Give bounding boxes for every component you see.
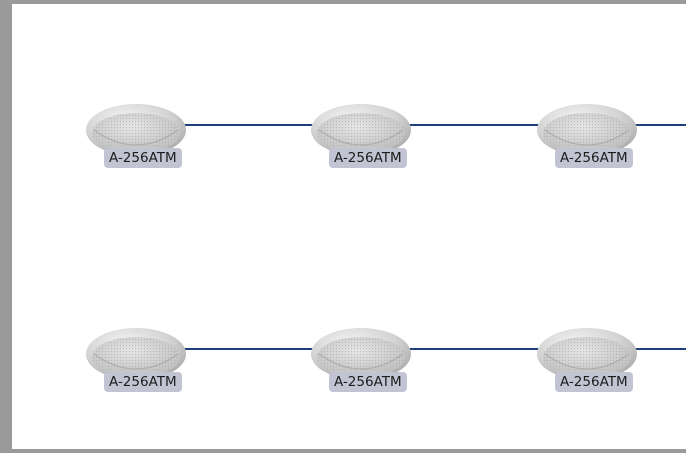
speaker-4: A-256ATM bbox=[86, 320, 206, 408]
speaker-model-label: A-256ATM bbox=[104, 148, 182, 168]
wire-row-2 bbox=[182, 348, 686, 350]
ceiling-speaker-icon bbox=[86, 320, 206, 408]
speaker-model-label: A-256ATM bbox=[329, 148, 407, 168]
ceiling-speaker-icon bbox=[311, 96, 431, 184]
speaker-model-label: A-256ATM bbox=[329, 372, 407, 392]
speaker-model-label: A-256ATM bbox=[555, 148, 633, 168]
wire-row-1 bbox=[182, 124, 686, 126]
speaker-5: A-256ATM bbox=[311, 320, 431, 408]
ceiling-speaker-icon bbox=[537, 320, 657, 408]
speaker-model-label: A-256ATM bbox=[104, 372, 182, 392]
speaker-1: A-256ATM bbox=[86, 96, 206, 184]
speaker-2: A-256ATM bbox=[311, 96, 431, 184]
speaker-6: A-256ATM bbox=[537, 320, 657, 408]
ceiling-speaker-icon bbox=[311, 320, 431, 408]
speaker-model-label: A-256ATM bbox=[555, 372, 633, 392]
ceiling-speaker-icon bbox=[86, 96, 206, 184]
speaker-3: A-256ATM bbox=[537, 96, 657, 184]
ceiling-speaker-icon bbox=[537, 96, 657, 184]
